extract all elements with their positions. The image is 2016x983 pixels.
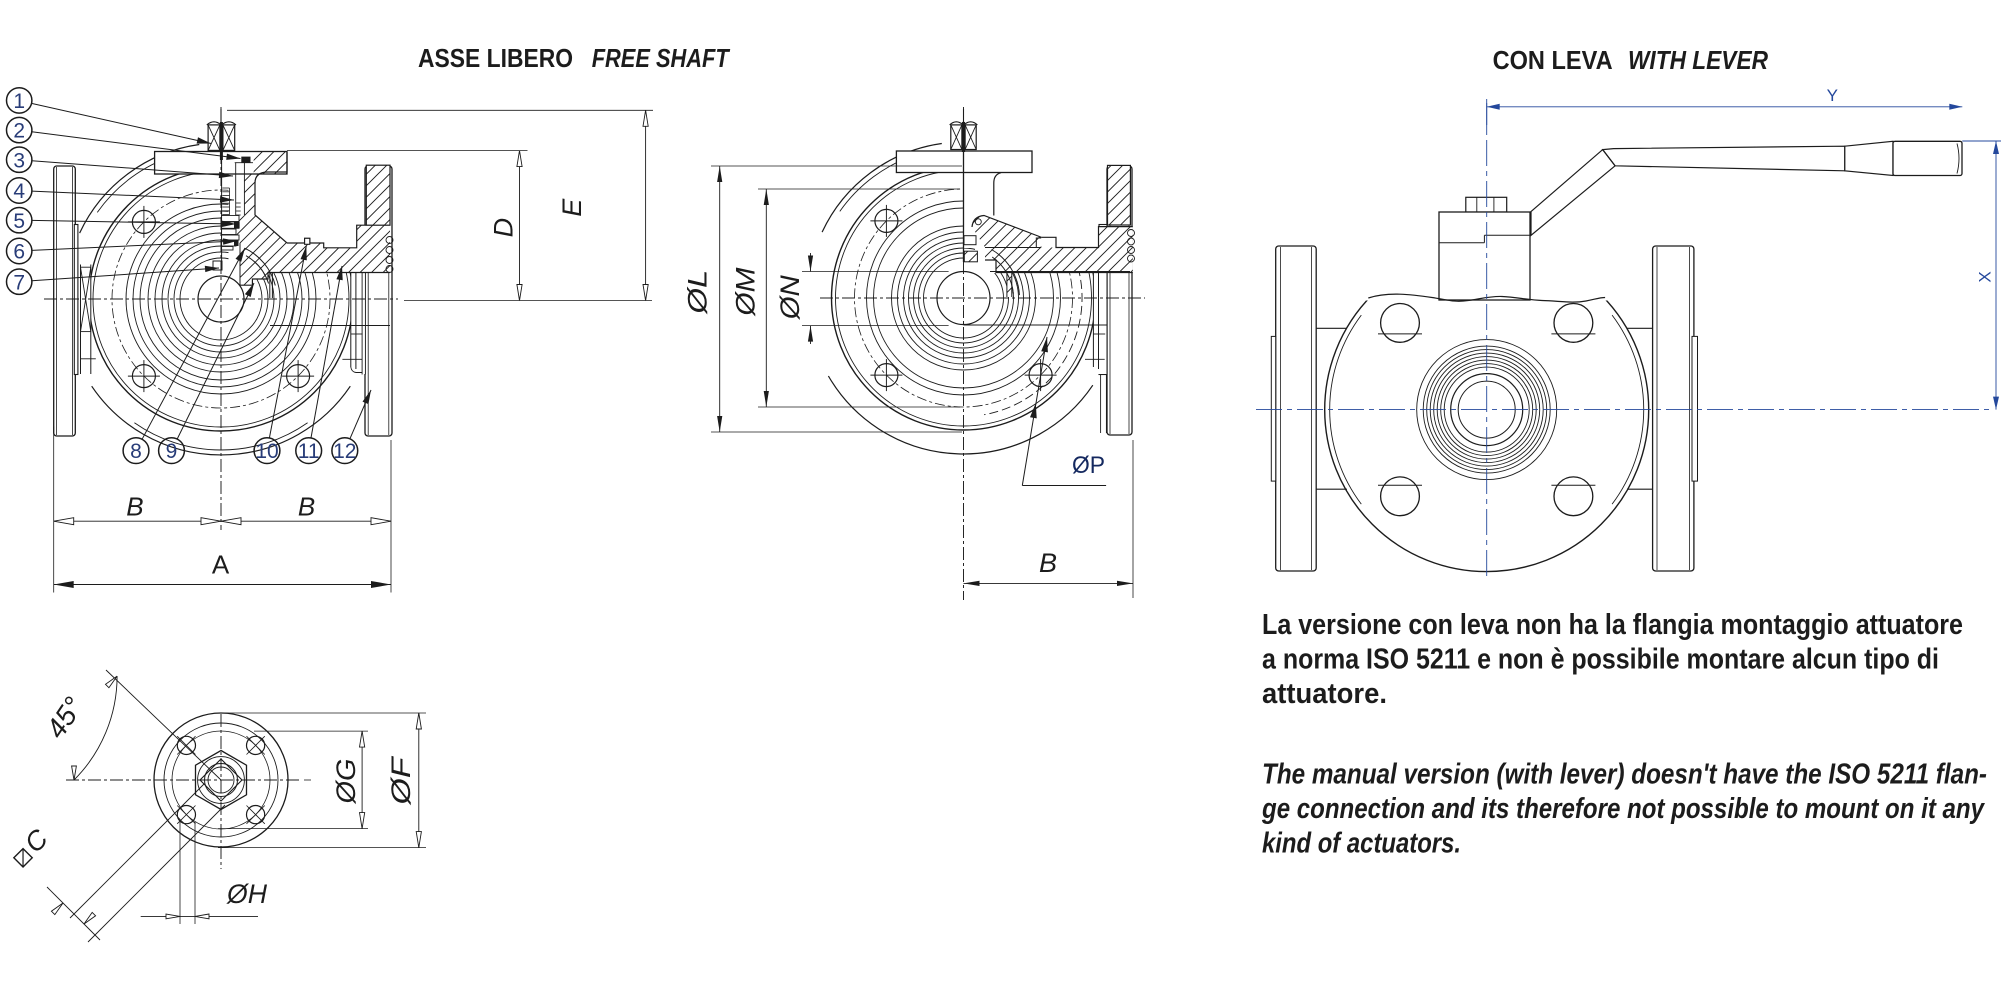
- svg-text:12: 12: [333, 440, 356, 463]
- svg-text:ØG: ØG: [331, 759, 361, 805]
- svg-text:ØH: ØH: [226, 879, 267, 909]
- svg-text:11: 11: [298, 440, 320, 463]
- svg-text:kind of actuators.: kind of actuators.: [1262, 827, 1461, 859]
- svg-text:X: X: [1976, 271, 1995, 282]
- svg-text:1: 1: [13, 90, 25, 113]
- svg-text:E: E: [557, 198, 587, 217]
- svg-text:8: 8: [130, 440, 142, 463]
- svg-text:10: 10: [255, 440, 278, 463]
- svg-text:CON LEVA: CON LEVA: [1493, 45, 1613, 75]
- svg-text:5: 5: [13, 210, 25, 233]
- svg-text:9: 9: [166, 440, 178, 463]
- svg-text:The manual version (with lever: The manual version (with lever) doesn't …: [1262, 759, 1987, 791]
- svg-text:B: B: [126, 492, 143, 522]
- svg-text:2: 2: [13, 120, 25, 143]
- svg-text:La versione con leva non ha la: La versione con leva non ha la flangia m…: [1262, 609, 1963, 641]
- svg-text:ØF: ØF: [386, 756, 416, 806]
- svg-text:B: B: [298, 492, 315, 522]
- svg-text:a norma ISO 5211 e non è possi: a norma ISO 5211 e non è possibile monta…: [1262, 643, 1939, 675]
- svg-text:Y: Y: [1827, 86, 1838, 105]
- svg-text:ge connection and its therefor: ge connection and its therefore not poss…: [1261, 793, 1985, 825]
- svg-text:6: 6: [13, 241, 25, 264]
- svg-text:D: D: [489, 218, 519, 238]
- svg-text:ØL: ØL: [683, 270, 713, 315]
- svg-text:ØM: ØM: [731, 267, 761, 317]
- svg-text:attuatore.: attuatore.: [1262, 678, 1387, 710]
- svg-text:7: 7: [13, 271, 25, 294]
- svg-text:WITH LEVER: WITH LEVER: [1628, 45, 1768, 75]
- svg-text:ØN: ØN: [775, 275, 805, 321]
- svg-text:FREE SHAFT: FREE SHAFT: [592, 43, 731, 73]
- svg-text:A: A: [212, 550, 230, 580]
- svg-text:ASSE LIBERO: ASSE LIBERO: [418, 43, 573, 73]
- svg-text:B: B: [1039, 548, 1057, 578]
- svg-text:4: 4: [13, 180, 25, 203]
- svg-text:3: 3: [13, 149, 25, 172]
- svg-text:ØP: ØP: [1072, 452, 1105, 479]
